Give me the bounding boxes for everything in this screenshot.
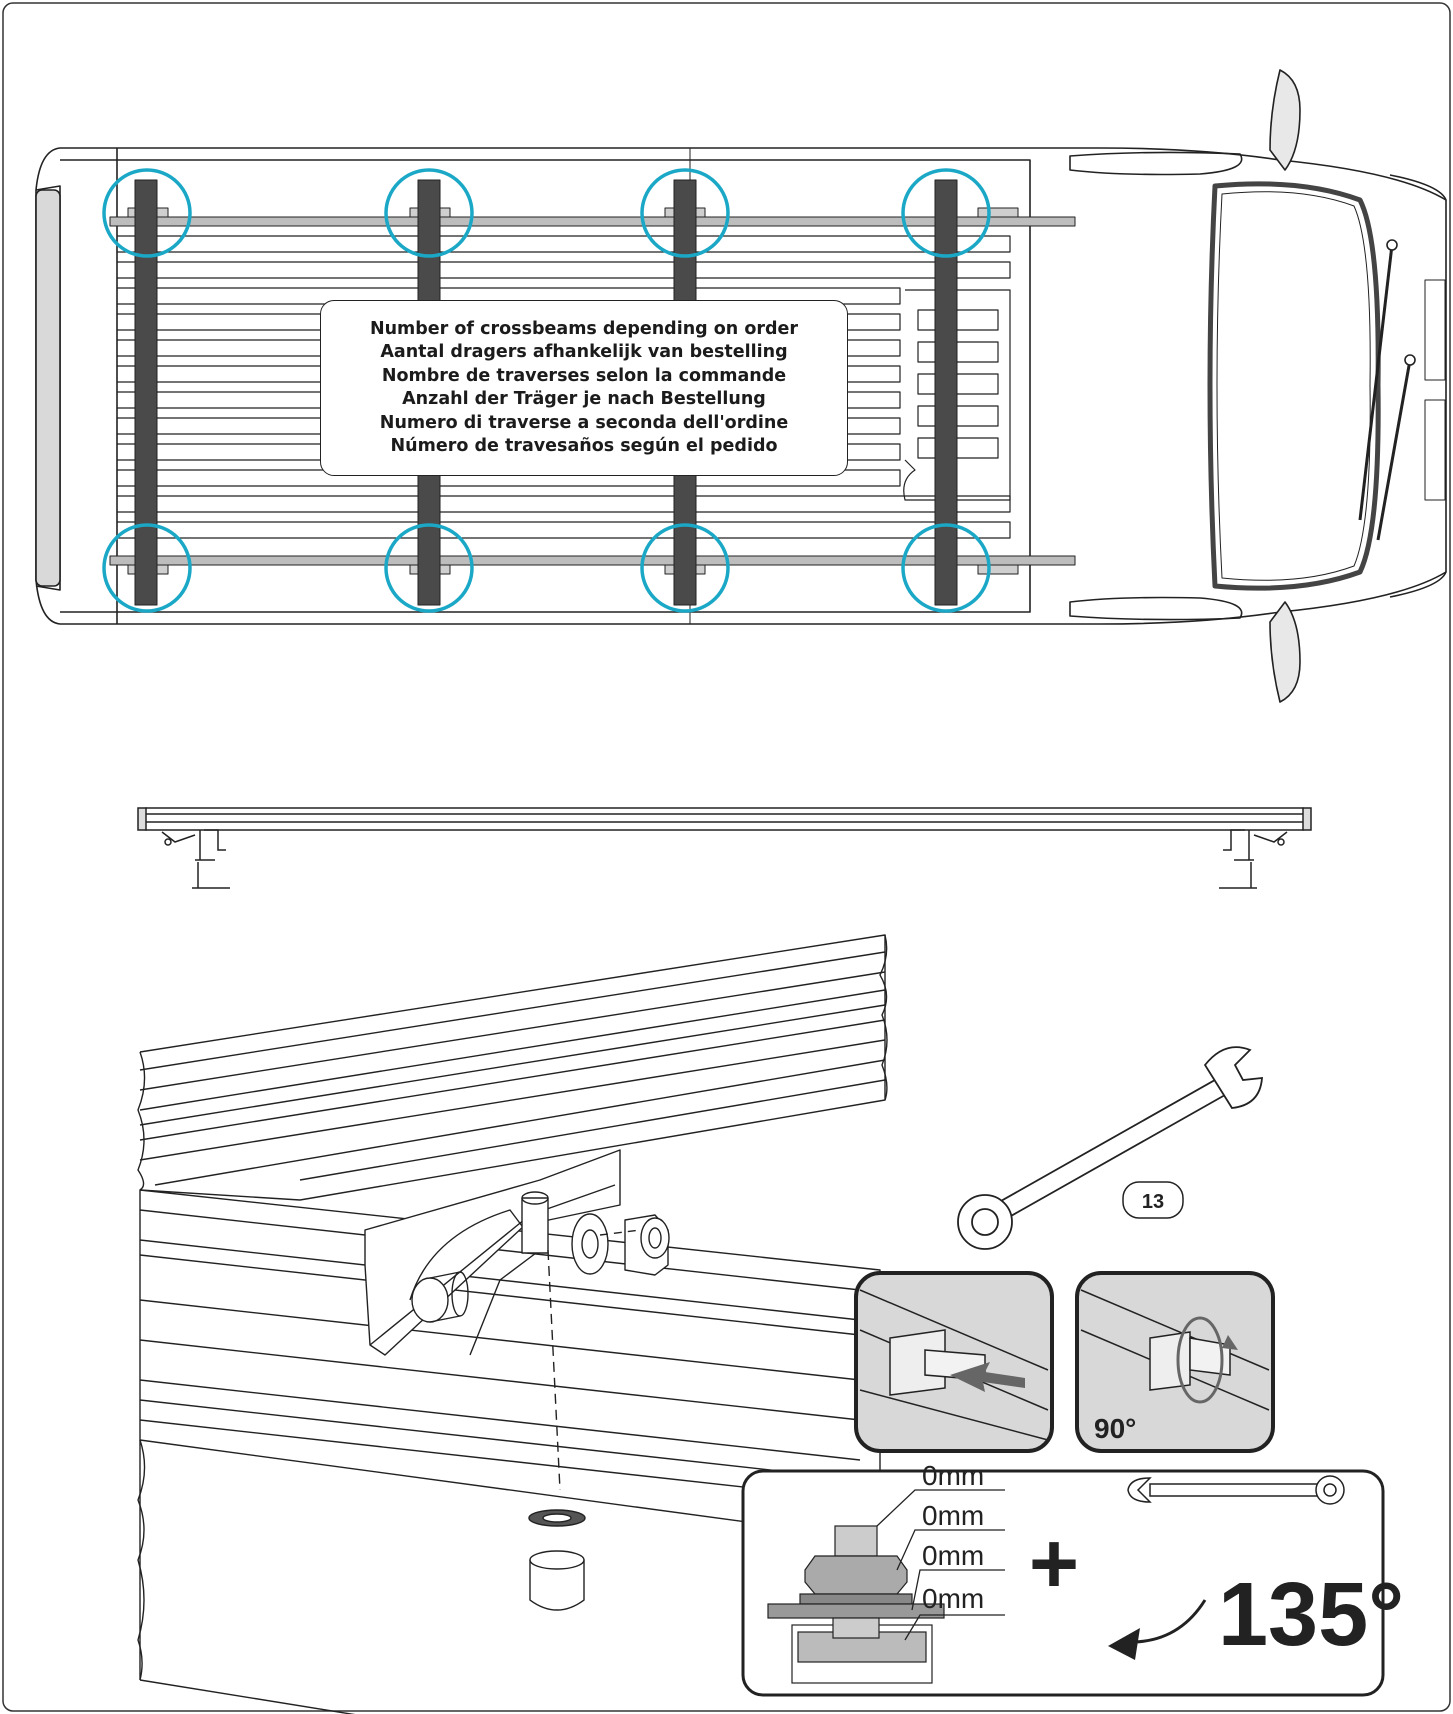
wrench-icon [1127,1475,1345,1505]
note-line-nl: Aantal dragers afhankelijk van bestellin… [380,342,788,362]
spacer-value-4: 0mm [922,1583,984,1614]
inset-rotate: 90° [1075,1271,1275,1453]
mount-point-highlights [102,168,991,613]
rotation-arrow-icon [1176,1316,1224,1404]
crossbeam-count-note: Number of crossbeams depending on order … [320,300,848,476]
crossbeam-side-view [137,807,1312,889]
rotation-arrow-icon [1134,1599,1207,1644]
mounting-detail [137,934,888,1714]
highlight-circle [640,523,730,613]
spacer-value-3: 0mm [922,1540,984,1571]
torque-panel: 0mm 0mm 0mm 0mm + 135° [741,1460,1404,1697]
note-line-de: Anzahl der Träger je nach Bestellung [402,389,766,409]
push-arrow-icon [950,1362,1025,1392]
highlight-circle [102,523,192,613]
inset-push [854,1271,1054,1453]
rotation-90-label: 90° [1094,1413,1136,1444]
wrench-size-badge: 13 [1122,1181,1184,1219]
wrench-icon [957,1046,1263,1250]
plus-sign: + [1029,1516,1079,1612]
spacer-value-2: 0mm [922,1500,984,1531]
wrench-size-label: 13 [1142,1191,1164,1213]
highlight-circle [901,523,991,613]
tighten-angle-label: 135° [1218,1565,1404,1665]
highlight-circle [901,168,991,258]
highlight-circle [102,168,192,258]
highlight-circle [640,168,730,258]
note-line-es: Número de travesaños según el pedido [390,436,778,456]
spacer-value-1: 0mm [922,1460,984,1491]
bolt-nut-icon [571,1213,670,1276]
highlight-circle [384,168,474,258]
highlight-circle [384,523,474,613]
note-line-en: Number of crossbeams depending on order [369,318,799,339]
note-line-it: Numero di traverse a seconda dell'ordine [379,412,789,433]
note-line-fr: Nombre de traverses selon la commande [381,365,787,386]
crossbeam-1 [134,179,158,606]
crossbeam-4 [934,179,958,606]
